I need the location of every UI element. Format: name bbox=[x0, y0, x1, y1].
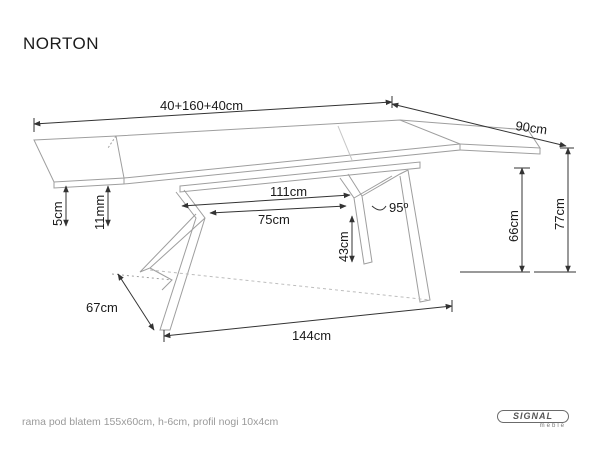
label-leg-length-span: 144cm bbox=[292, 328, 331, 343]
label-leg-depth-span: 67cm bbox=[86, 300, 118, 315]
brand-logo: SIGNAL meble bbox=[497, 410, 569, 430]
frame-spec-note: rama pod blatem 155x60cm, h-6cm, profil … bbox=[22, 416, 279, 428]
label-frame-length: 111cm bbox=[270, 184, 307, 199]
label-total-length: 40+160+40cm bbox=[160, 98, 243, 113]
label-top-thickness: 5cm bbox=[50, 201, 65, 226]
table-outline bbox=[33, 119, 541, 331]
brand-tagline: meble bbox=[539, 423, 566, 429]
dimension-lines bbox=[33, 96, 576, 342]
label-depth: 90cm bbox=[515, 118, 549, 137]
product-title: NORTON bbox=[23, 34, 100, 53]
label-apron-height: 66cm bbox=[506, 210, 521, 242]
label-leg-height: 43cm bbox=[337, 231, 351, 262]
brand-name: SIGNAL bbox=[497, 410, 569, 423]
label-glass-thickness: 11mm bbox=[92, 195, 107, 230]
label-inner-leg-span: 75cm bbox=[258, 212, 290, 227]
label-table-height: 77cm bbox=[552, 198, 567, 230]
label-leg-angle: 95º bbox=[389, 200, 408, 215]
